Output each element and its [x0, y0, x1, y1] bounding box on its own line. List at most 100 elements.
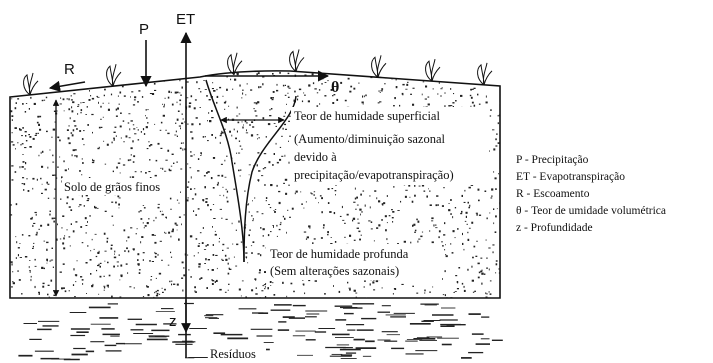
- soil-grain: [253, 241, 255, 243]
- soil-grain: [37, 179, 38, 181]
- soil-grain: [72, 154, 73, 156]
- soil-grain: [445, 270, 446, 272]
- soil-grain: [178, 239, 180, 241]
- soil-grain: [212, 226, 213, 228]
- soil-grain: [57, 76, 59, 77]
- soil-grain: [139, 269, 141, 270]
- soil-grain: [215, 137, 216, 139]
- soil-grain: [87, 245, 88, 247]
- soil-grain: [450, 243, 451, 245]
- soil-grain: [428, 188, 429, 189]
- soil-grain: [241, 98, 242, 99]
- soil-grain: [62, 215, 64, 217]
- soil-grain: [345, 299, 346, 300]
- soil-grain: [33, 223, 35, 224]
- soil-grain: [138, 211, 139, 212]
- soil-grain: [73, 120, 75, 122]
- soil-grain: [32, 178, 34, 180]
- soil-grain: [107, 241, 109, 243]
- soil-grain: [279, 159, 281, 161]
- soil-grain: [120, 126, 122, 128]
- soil-grain: [410, 242, 411, 244]
- soil-grain: [190, 151, 192, 152]
- soil-grain: [257, 211, 259, 212]
- soil-grain: [177, 75, 178, 76]
- soil-grain: [493, 148, 495, 150]
- soil-grain: [405, 190, 407, 191]
- soil-grain: [154, 292, 155, 293]
- soil-grain: [335, 241, 336, 243]
- soil-grain: [405, 89, 407, 90]
- soil-grain: [20, 144, 21, 145]
- soil-grain: [336, 99, 338, 101]
- soil-grain: [69, 125, 70, 126]
- soil-grain: [222, 96, 223, 97]
- soil-grain: [271, 108, 273, 110]
- soil-grain: [180, 192, 181, 193]
- soil-grain: [191, 123, 193, 125]
- soil-grain: [195, 290, 196, 292]
- soil-grain: [64, 235, 65, 236]
- soil-grain: [207, 244, 209, 246]
- soil-grain: [138, 90, 140, 91]
- soil-grain: [213, 157, 215, 159]
- soil-grain: [269, 115, 271, 116]
- soil-grain: [133, 124, 134, 125]
- soil-grain: [94, 206, 95, 208]
- soil-grain: [61, 287, 63, 289]
- soil-grain: [285, 112, 286, 114]
- soil-grain: [179, 126, 181, 127]
- soil-grain: [234, 79, 236, 81]
- soil-grain: [107, 238, 109, 240]
- soil-grain: [129, 128, 130, 130]
- soil-grain: [270, 207, 271, 208]
- soil-grain: [98, 264, 99, 265]
- soil-grain: [335, 190, 337, 191]
- soil-grain: [103, 276, 105, 277]
- soil-grain: [52, 155, 53, 157]
- soil-grain: [440, 88, 442, 89]
- soil-grain: [220, 142, 221, 144]
- soil-grain: [179, 80, 180, 82]
- soil-grain: [107, 144, 109, 146]
- soil-grain: [258, 72, 260, 74]
- soil-grain: [355, 209, 356, 210]
- soil-grain: [324, 95, 326, 96]
- soil-grain: [105, 164, 106, 165]
- soil-grain: [35, 266, 37, 267]
- soil-grain: [490, 293, 492, 295]
- soil-grain: [263, 245, 265, 246]
- soil-grain: [378, 200, 380, 202]
- soil-grain: [356, 197, 358, 199]
- soil-grain: [205, 89, 207, 90]
- soil-grain: [144, 133, 145, 135]
- soil-grain: [180, 95, 182, 96]
- soil-grain: [283, 116, 285, 117]
- soil-grain: [361, 212, 363, 213]
- soil-grain: [342, 206, 343, 208]
- soil-grain: [462, 283, 463, 285]
- soil-grain: [31, 279, 32, 281]
- soil-grain: [413, 224, 415, 226]
- soil-grain: [378, 224, 380, 226]
- soil-grain: [69, 290, 70, 291]
- soil-grain: [53, 129, 55, 131]
- soil-grain: [245, 94, 246, 95]
- soil-grain: [249, 124, 251, 125]
- soil-grain: [71, 132, 73, 134]
- soil-grain: [137, 228, 138, 229]
- soil-grain: [283, 216, 284, 218]
- soil-grain: [82, 158, 83, 160]
- soil-grain: [496, 133, 497, 135]
- soil-grain: [182, 262, 184, 264]
- soil-grain: [41, 152, 42, 154]
- soil-grain: [251, 252, 253, 254]
- soil-grain: [372, 281, 374, 283]
- soil-grain: [468, 202, 470, 204]
- soil-grain: [199, 278, 200, 280]
- soil-grain: [189, 105, 191, 107]
- soil-grain: [177, 102, 178, 104]
- soil-grain: [218, 175, 220, 176]
- soil-grain: [327, 234, 329, 235]
- soil-grain: [499, 268, 501, 269]
